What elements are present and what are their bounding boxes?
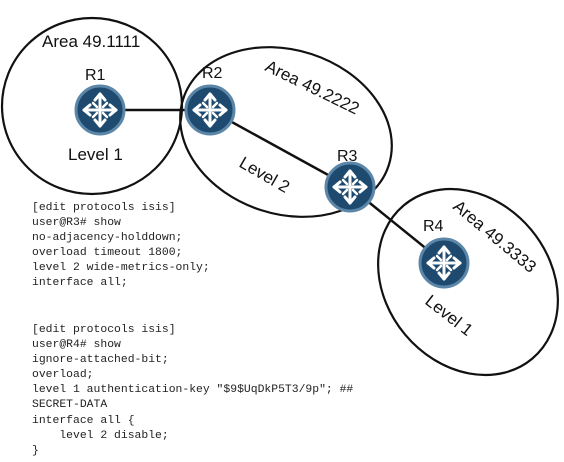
config-line: overload timeout 1800; bbox=[32, 247, 183, 260]
router-label-r1: R1 bbox=[85, 67, 106, 84]
router-icon bbox=[418, 237, 470, 289]
router-arrows bbox=[332, 169, 368, 205]
config-line: level 1 authentication-key "$9$UqDkP5T3/… bbox=[32, 384, 354, 397]
router-label-r2: R2 bbox=[202, 65, 223, 82]
config-line: no-adjacency-holddown; bbox=[32, 232, 183, 245]
level-label-area-49-1111: Level 1 bbox=[68, 145, 123, 164]
area-label-49-2222: Area 49.2222 bbox=[262, 57, 362, 119]
router-label-r3: R3 bbox=[337, 148, 358, 165]
config-line: level 2 wide-metrics-only; bbox=[32, 262, 210, 275]
level-label-area-49-3333: Level 1 bbox=[422, 291, 477, 340]
router-label-r4: R4 bbox=[423, 218, 444, 235]
config-line: interface all; bbox=[32, 277, 128, 290]
config-line: overload; bbox=[32, 369, 94, 382]
config-line: level 2 disable; bbox=[32, 429, 169, 442]
router-arrows bbox=[82, 92, 118, 128]
config-block-r4: [edit protocols isis] user@R4# show igno… bbox=[32, 323, 353, 459]
router-icon bbox=[324, 161, 376, 213]
config-line: [edit protocols isis] bbox=[32, 324, 176, 336]
area-ellipse-49-3333 bbox=[377, 187, 559, 377]
area-label-49-1111: Area 49.1111 bbox=[42, 32, 140, 51]
config-line: ignore-attached-bit; bbox=[32, 354, 169, 367]
config-line: user@R3# show bbox=[32, 217, 121, 230]
level-label-area-49-2222: Level 2 bbox=[236, 153, 293, 197]
area-ellipse-49-2222 bbox=[179, 46, 393, 218]
router-icon bbox=[74, 84, 126, 136]
config-line: } bbox=[32, 444, 39, 457]
router-arrows bbox=[192, 92, 228, 128]
router-arrows bbox=[426, 245, 462, 281]
config-line: SECRET-DATA bbox=[32, 399, 108, 412]
link-r2-r3 bbox=[209, 108, 351, 189]
config-line: [edit protocols isis] bbox=[32, 202, 176, 214]
router-icon bbox=[184, 84, 236, 136]
config-block-r3: [edit protocols isis] user@R3# show no-a… bbox=[32, 201, 210, 292]
config-line: interface all { bbox=[32, 414, 135, 427]
config-line: user@R4# show bbox=[32, 339, 121, 352]
